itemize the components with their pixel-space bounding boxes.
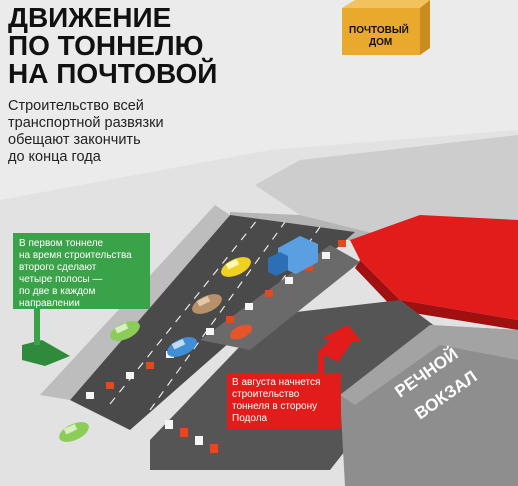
car-icon <box>59 422 89 442</box>
callout-line: по две в каждом <box>19 286 96 297</box>
callout-line: В первом тоннеле <box>19 238 104 249</box>
ramp-slope <box>200 245 360 350</box>
barrier-icon <box>180 428 188 437</box>
car-icon <box>229 324 253 340</box>
truck-icon <box>268 236 318 276</box>
callout-line: В августа начнется <box>232 377 321 388</box>
title-line: ПО ТОННЕЛЮ <box>8 30 204 61</box>
construction-zone <box>350 215 518 320</box>
title-line: НА ПОЧТОВОЙ <box>8 58 218 89</box>
callout-line: направлении <box>19 298 80 309</box>
title-line: ДВИЖЕНИЕ <box>8 2 172 33</box>
post-office-label-2: ДОМ <box>369 37 392 48</box>
barrier-icon <box>146 362 154 369</box>
barrier-icon <box>126 372 134 379</box>
barrier-icon <box>195 436 203 445</box>
car-icon <box>110 321 140 341</box>
barrier-icon <box>86 392 94 399</box>
subtitle: Строительство всей транспортной развязки… <box>8 98 164 166</box>
callout-line: четыре полосы — <box>19 274 103 285</box>
barrier-icon <box>226 316 234 323</box>
green-leader <box>34 300 40 345</box>
post-office-top <box>342 0 430 8</box>
barrier-icon <box>165 420 173 429</box>
barrier-icon <box>245 303 253 310</box>
lane-line <box>109 218 259 405</box>
subtitle-line: Строительство всей <box>8 98 144 114</box>
subtitle-line: до конца года <box>8 149 101 165</box>
post-office-side <box>420 0 430 55</box>
callout-line: Подола <box>232 413 268 424</box>
barrier-icon <box>305 264 313 271</box>
subtitle-line: обещают закончить <box>8 132 141 148</box>
page-title: ДВИЖЕНИЕ ПО ТОННЕЛЮ НА ПОЧТОВОЙ <box>8 4 217 88</box>
barrier-icon <box>210 444 218 453</box>
subtitle-line: транспортной развязки <box>8 115 164 131</box>
car-icon <box>167 337 197 357</box>
construction-zone-shadow <box>355 260 518 330</box>
barrier-icon <box>206 328 214 335</box>
callout-line: на время строительства <box>19 250 132 261</box>
barrier-row-lower <box>165 420 218 453</box>
callout-line: строительство <box>232 389 300 400</box>
barrier-icon <box>285 277 293 284</box>
barrier-icon <box>265 290 273 297</box>
river-station-roof <box>340 325 518 405</box>
red-leader <box>318 350 324 375</box>
barrier-icon <box>338 240 346 247</box>
car-icon <box>192 294 222 314</box>
post-office-label-1: ПОЧТОВЫЙ <box>349 23 409 36</box>
callout-line: второго сделают <box>19 262 97 273</box>
red-callout: В августа начнется строительство тоннеля… <box>227 373 341 429</box>
barrier-icon <box>322 252 330 259</box>
green-callout: В первом тоннеле на время строительства … <box>13 233 150 309</box>
car-icon <box>221 257 251 277</box>
post-office-front <box>342 8 420 55</box>
arrow-icon <box>318 325 362 362</box>
barrier-icon <box>106 382 114 389</box>
callout-line: тоннеля в сторону <box>232 401 318 412</box>
arrow-icon <box>22 340 70 366</box>
